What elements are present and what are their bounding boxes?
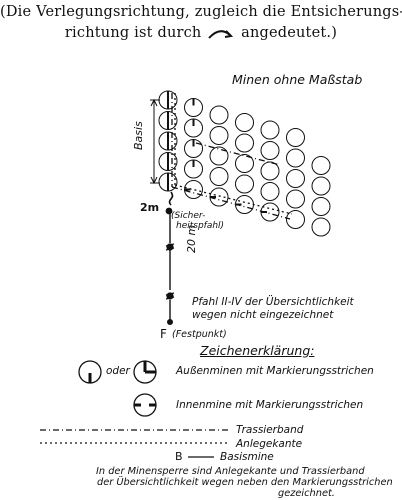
sicherheitspfahl-hook xyxy=(168,191,174,206)
mine-circle xyxy=(209,146,229,166)
mine-circle xyxy=(209,167,229,186)
footnote-line-3: gezeichnet. xyxy=(278,488,335,499)
mine-circle xyxy=(260,182,280,201)
pfahl-dot-upper xyxy=(166,243,174,251)
basis-dimension xyxy=(150,98,160,185)
mine-circle xyxy=(209,126,229,145)
legend-item-anlegekante: Anlegekante xyxy=(236,438,303,450)
mine-circle xyxy=(235,133,254,153)
mine-circle xyxy=(286,128,305,147)
header-line-2-start: richtung ist durch xyxy=(64,25,202,41)
mine-circle xyxy=(311,197,331,216)
mine-circle xyxy=(286,210,305,229)
sicherheitspfahl-label-1: (Sicher- xyxy=(171,211,206,221)
mine-circle xyxy=(235,174,254,194)
mine-grid xyxy=(158,90,331,237)
pfahl-note-1: Pfahl II-IV der Übersichtlichkeit xyxy=(192,296,354,308)
festpunkt-label: (Festpunkt) xyxy=(172,329,227,340)
mine-circle xyxy=(311,217,331,237)
dim-2m-label: 2m xyxy=(140,201,160,214)
mine-circle xyxy=(286,148,305,168)
legend-innenmine-symbol xyxy=(133,393,157,417)
curved-arrow-icon xyxy=(206,26,236,40)
festpunkt-letter: F xyxy=(160,327,167,341)
legend-b-letter: B xyxy=(175,450,183,463)
mine-circle xyxy=(260,161,280,181)
mine-circle xyxy=(209,105,229,125)
mine-circle xyxy=(311,176,331,196)
pfahl-dot-lower xyxy=(166,292,174,300)
festpunkt-line xyxy=(165,213,175,320)
legend-item-innenmine: Innenmine mit Markierungsstrichen xyxy=(176,399,364,411)
footnote-line-1: In der Minensperre sind Anlegekante und … xyxy=(96,466,365,477)
mine-circle xyxy=(286,189,305,209)
header-line-1: (Die Verlegungsrichtung, zugleich die En… xyxy=(0,4,402,20)
header-line-2-end: angedeutet.) xyxy=(241,25,338,41)
diagram-title: Minen ohne Maßstab xyxy=(232,72,363,87)
mine-circle xyxy=(311,156,331,175)
footnote-line-2: der Übersichtlichkeit wegen neben den Ma… xyxy=(97,477,393,488)
legend-item-aussenminen: Außenminen mit Markierungsstrichen xyxy=(176,365,374,377)
mine-circle xyxy=(286,169,305,188)
mine-circle xyxy=(260,141,280,160)
mine-circle xyxy=(235,154,254,173)
legend-aussenmine-symbol-2 xyxy=(133,360,157,384)
sicherheitspfahl-label-2: heitspfahl) xyxy=(176,221,225,231)
sicherheitspfahl-dot xyxy=(165,207,173,215)
header-line-2: richtung ist durch angedeutet.) xyxy=(0,25,402,41)
anlegekante-line xyxy=(174,93,293,215)
mine-circle xyxy=(260,120,280,140)
mine-circle xyxy=(235,113,254,132)
legend-item-basismine: Basismine xyxy=(220,451,274,463)
marking-strokes xyxy=(167,91,267,213)
pfahl-note-2: wegen nicht eingezeichnet xyxy=(192,309,334,321)
trassierband-line xyxy=(171,93,291,220)
legend-aussenmine-symbol-1 xyxy=(78,360,102,384)
legend-title: Zeichenerklärung: xyxy=(200,343,315,358)
legend-item-trassierband: Trassierband xyxy=(236,424,304,436)
legend-oder: oder xyxy=(106,365,130,377)
festpunkt-dot xyxy=(167,319,173,325)
